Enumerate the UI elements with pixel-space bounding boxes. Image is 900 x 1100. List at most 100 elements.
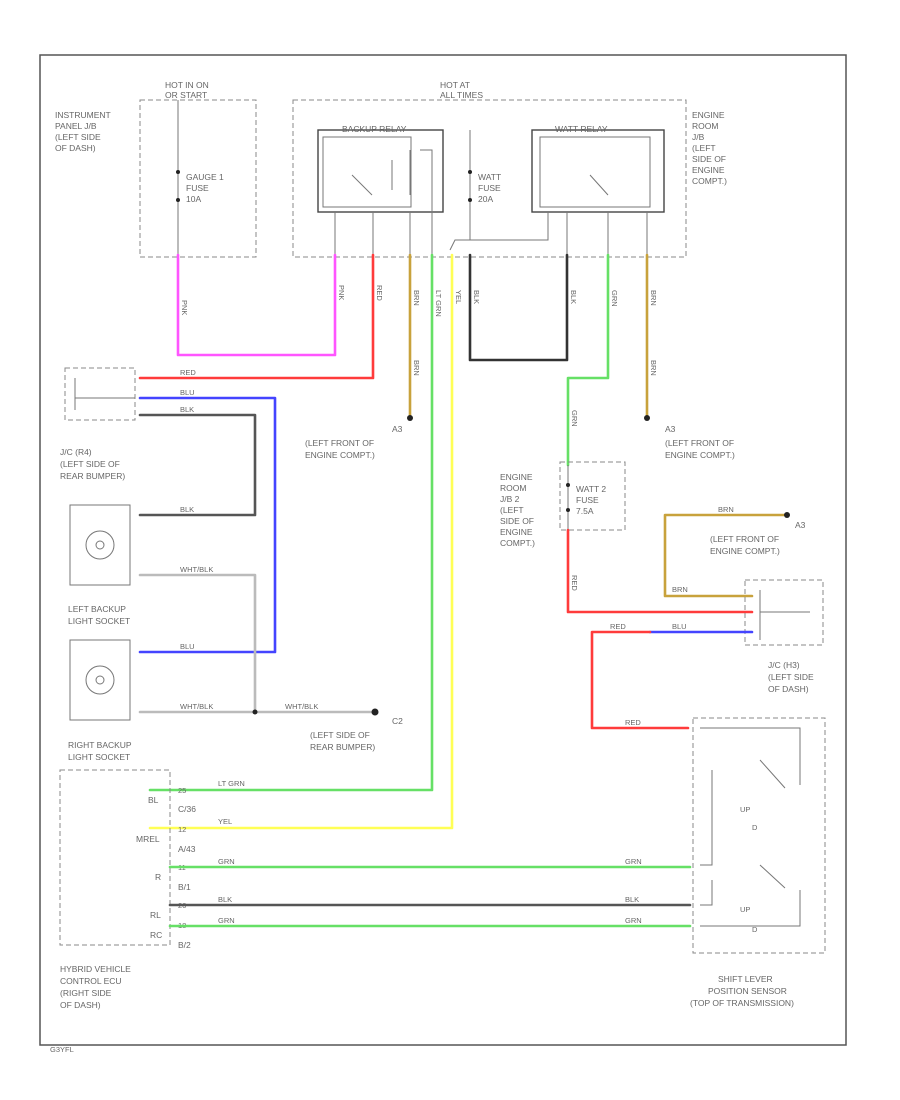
svg-text:C/36: C/36: [178, 804, 196, 814]
wire-yel: [148, 253, 454, 830]
shift-sensor-switch-1: [759, 759, 786, 789]
wire-wht-blk-1: [138, 573, 257, 714]
diagram-border: [39, 54, 847, 1046]
svg-text:BLK: BLK: [569, 290, 578, 304]
ground-c2: [371, 708, 379, 716]
svg-text:GAUGE 1: GAUGE 1: [186, 172, 224, 182]
backup-relay-switch: [351, 174, 373, 196]
watt-relay-label: WATT RELAY: [555, 124, 608, 134]
svg-text:LT GRN: LT GRN: [218, 779, 245, 788]
svg-text:(LEFT: (LEFT: [692, 143, 716, 153]
ground-a3-3-label: A3 (LEFT FRONT OF ENGINE COMPT.): [710, 520, 806, 556]
wire-blu-rear: [138, 396, 277, 654]
svg-text:SIDE OF: SIDE OF: [692, 154, 726, 164]
svg-text:RC: RC: [150, 930, 162, 940]
svg-text:UP: UP: [740, 805, 750, 814]
shift-sensor-box: [692, 717, 826, 954]
left-backup-label: LEFT BACKUP LIGHT SOCKET: [68, 604, 130, 626]
svg-text:BLK: BLK: [218, 895, 232, 904]
svg-text:ENGINE: ENGINE: [500, 527, 533, 537]
jc-rear-box: [64, 367, 136, 421]
hot-ign-label-1: HOT IN ON: [165, 80, 209, 90]
wire-blk-watt: [468, 253, 569, 362]
svg-text:BLK: BLK: [180, 505, 194, 514]
svg-text:(LEFT: (LEFT: [500, 505, 524, 515]
svg-text:B/1: B/1: [178, 882, 191, 892]
svg-text:BL: BL: [148, 795, 159, 805]
svg-text:WATT 2: WATT 2: [576, 484, 606, 494]
ground-a3-1-label: A3 (LEFT FRONT OF ENGINE COMPT.): [305, 424, 403, 460]
svg-text:25: 25: [178, 786, 186, 795]
figure-id: G3YFL: [50, 1045, 74, 1054]
svg-text:(RIGHT SIDE: (RIGHT SIDE: [60, 988, 112, 998]
ground-c2-label: C2 (LEFT SIDE OF REAR BUMPER): [310, 716, 403, 752]
wire-lt-grn: [148, 253, 434, 792]
hot-ign-label-2: OR START: [165, 90, 207, 100]
svg-text:PANEL J/B: PANEL J/B: [55, 121, 97, 131]
svg-text:BLU: BLU: [180, 388, 195, 397]
svg-text:BLU: BLU: [180, 642, 195, 651]
svg-text:ENGINE: ENGINE: [500, 472, 533, 482]
svg-text:RIGHT BACKUP: RIGHT BACKUP: [68, 740, 132, 750]
svg-text:INSTRUMENT: INSTRUMENT: [55, 110, 111, 120]
svg-text:BLK: BLK: [180, 405, 194, 414]
ground-a3-2-label: A3 (LEFT FRONT OF ENGINE COMPT.): [665, 424, 735, 460]
hot-all-label-1: HOT AT: [440, 80, 470, 90]
svg-text:A3: A3: [795, 520, 806, 530]
svg-text:ENGINE COMPT.): ENGINE COMPT.): [665, 450, 735, 460]
svg-text:ROOM: ROOM: [692, 121, 718, 131]
svg-text:PNK: PNK: [337, 285, 346, 300]
svg-text:LT GRN: LT GRN: [434, 290, 443, 317]
svg-text:RL: RL: [150, 910, 161, 920]
hv-ecu-box: [59, 769, 171, 946]
svg-text:PNK: PNK: [180, 300, 189, 315]
svg-text:R: R: [155, 872, 161, 882]
svg-text:REAR BUMPER): REAR BUMPER): [310, 742, 375, 752]
wire-brn-a3-3: [663, 513, 787, 598]
svg-text:LIGHT SOCKET: LIGHT SOCKET: [68, 752, 130, 762]
hot-all-label-2: ALL TIMES: [440, 90, 483, 100]
instrument-panel-jb-box: [139, 99, 257, 258]
svg-text:HYBRID VEHICLE: HYBRID VEHICLE: [60, 964, 131, 974]
svg-text:GRN: GRN: [625, 857, 642, 866]
wire-red-top: [138, 253, 375, 380]
svg-text:COMPT.): COMPT.): [692, 176, 727, 186]
engine-room-jb-label: ENGINE ROOM J/B (LEFT SIDE OF ENGINE COM…: [692, 110, 727, 186]
instrument-panel-label: INSTRUMENT PANEL J/B (LEFT SIDE OF DASH): [55, 110, 111, 153]
backup-relay-inner: [322, 136, 412, 208]
svg-text:CONTROL ECU: CONTROL ECU: [60, 976, 122, 986]
svg-text:RED: RED: [375, 285, 384, 301]
engine-room-jb2-box: [559, 461, 626, 531]
svg-text:A/43: A/43: [178, 844, 196, 854]
svg-text:GRN: GRN: [218, 916, 235, 925]
left-backup-bulb-icon: [85, 530, 115, 560]
svg-text:RED: RED: [180, 368, 196, 377]
wire-red-sensor: [590, 630, 690, 730]
svg-text:LIGHT SOCKET: LIGHT SOCKET: [68, 616, 130, 626]
svg-text:ENGINE COMPT.): ENGINE COMPT.): [710, 546, 780, 556]
svg-text:FUSE: FUSE: [478, 183, 501, 193]
right-backup-bulb-icon: [85, 665, 115, 695]
svg-text:LEFT BACKUP: LEFT BACKUP: [68, 604, 126, 614]
svg-text:(LEFT SIDE OF: (LEFT SIDE OF: [60, 459, 120, 469]
engine-room-jb-box: [292, 99, 687, 258]
watt2-fuse-label: WATT 2 FUSE 7.5A: [576, 484, 606, 516]
wire-pnk: [176, 253, 337, 357]
svg-text:BRN: BRN: [718, 505, 734, 514]
svg-text:D: D: [752, 925, 758, 934]
svg-text:(LEFT SIDE: (LEFT SIDE: [55, 132, 101, 142]
svg-text:BRN: BRN: [649, 290, 658, 306]
svg-text:(LEFT FRONT OF: (LEFT FRONT OF: [305, 438, 374, 448]
svg-text:WHT/BLK: WHT/BLK: [180, 565, 213, 574]
svg-text:ROOM: ROOM: [500, 483, 526, 493]
svg-text:20A: 20A: [478, 194, 493, 204]
svg-text:RED: RED: [570, 575, 579, 591]
right-backup-label: RIGHT BACKUP LIGHT SOCKET: [68, 740, 132, 762]
svg-text:BRN: BRN: [649, 360, 658, 376]
backup-relay: [317, 129, 444, 213]
svg-text:GRN: GRN: [610, 290, 619, 307]
svg-text:(LEFT SIDE OF: (LEFT SIDE OF: [310, 730, 370, 740]
right-backup-socket: [69, 639, 131, 721]
svg-text:FUSE: FUSE: [576, 495, 599, 505]
engine-room-jb2-label: ENGINE ROOM J/B 2 (LEFT SIDE OF ENGINE C…: [500, 472, 535, 548]
